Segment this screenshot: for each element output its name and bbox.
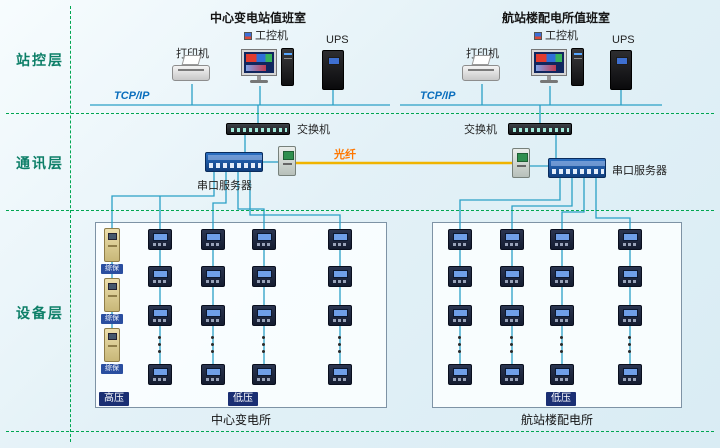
ellipsis-more-devices <box>458 336 462 357</box>
power-meter <box>252 229 276 250</box>
power-meter <box>448 229 472 250</box>
protection-relay <box>104 328 120 362</box>
station-caption-right: 航站楼配电所 <box>520 413 593 427</box>
serial-server-left <box>205 152 263 172</box>
ellipsis-more-devices <box>628 336 632 357</box>
power-meter <box>448 364 472 385</box>
pc-label-text: 工控机 <box>545 30 578 42</box>
lv-badge-left: 低压 <box>228 392 258 406</box>
ellipsis-more-devices <box>338 336 342 357</box>
power-meter <box>201 305 225 326</box>
room-title-left: 中心变电站值班室 <box>210 11 307 25</box>
power-meter <box>618 364 642 385</box>
ellipsis-more-devices <box>262 336 266 357</box>
tcpip-label-left: TCP/IP <box>114 90 150 102</box>
fiber-converter-right <box>512 148 530 178</box>
power-meter <box>550 364 574 385</box>
ups-label-left: UPS <box>326 34 349 46</box>
protection-label: 综保 <box>101 364 123 374</box>
serial-label-right: 串口服务器 <box>612 165 667 177</box>
ups-label-right: UPS <box>612 34 635 46</box>
serial-label-left: 串口服务器 <box>197 180 252 192</box>
ellipsis-more-devices <box>560 336 564 357</box>
power-meter <box>148 305 172 326</box>
power-meter <box>328 364 352 385</box>
power-meter <box>550 305 574 326</box>
fiber-label: 光纤 <box>334 149 356 161</box>
ups-icon-right <box>610 50 632 90</box>
power-meter <box>448 266 472 287</box>
fiber-converter-left <box>278 146 296 176</box>
power-meter <box>328 266 352 287</box>
switch-label-left: 交换机 <box>297 124 330 136</box>
ups-icon-left <box>322 50 344 90</box>
protection-label: 综保 <box>101 264 123 274</box>
power-meter <box>252 266 276 287</box>
workstation-tower-right <box>571 48 584 86</box>
layer-divider-station-comm <box>6 113 714 114</box>
switch-icon-left <box>226 123 290 135</box>
ellipsis-more-devices <box>211 336 215 357</box>
tcpip-label-right: TCP/IP <box>420 90 456 102</box>
power-meter <box>148 364 172 385</box>
power-meter <box>201 364 225 385</box>
power-meter <box>618 266 642 287</box>
power-meter <box>448 305 472 326</box>
room-title-right: 航站楼配电所值班室 <box>502 11 611 25</box>
layer-divider-vertical <box>70 6 71 442</box>
power-meter <box>252 305 276 326</box>
pc-label-right: 工控机 <box>534 27 578 43</box>
ellipsis-more-devices <box>158 336 162 357</box>
power-meter <box>328 305 352 326</box>
power-meter <box>328 229 352 250</box>
power-meter <box>500 305 524 326</box>
protection-relay <box>104 278 120 312</box>
power-meter <box>618 229 642 250</box>
layer-label-device: 设备层 <box>16 305 64 321</box>
printer-icon-right <box>462 55 502 84</box>
power-meter <box>148 266 172 287</box>
workstation-monitor-right <box>531 49 568 85</box>
pc-label-text: 工控机 <box>255 30 288 42</box>
power-meter <box>550 266 574 287</box>
ellipsis-more-devices <box>510 336 514 357</box>
switch-icon-right <box>508 123 572 135</box>
protection-relay <box>104 228 120 262</box>
lv-badge-right: 低压 <box>546 392 576 406</box>
power-meter <box>252 364 276 385</box>
layer-divider-comm-device <box>6 210 714 211</box>
station-caption-left: 中心变电所 <box>210 413 271 427</box>
power-meter <box>500 266 524 287</box>
power-meter <box>500 229 524 250</box>
power-meter <box>618 305 642 326</box>
workstation-tower-left <box>281 48 294 86</box>
pc-label-left: 工控机 <box>244 27 288 43</box>
power-meter <box>201 266 225 287</box>
pc-mini-icon <box>244 32 252 40</box>
serial-server-right <box>548 158 606 178</box>
layer-divider-bottom <box>6 431 714 432</box>
power-meter <box>201 229 225 250</box>
protection-label: 综保 <box>101 314 123 324</box>
layer-label-station: 站控层 <box>16 52 64 68</box>
workstation-monitor-left <box>241 49 278 85</box>
switch-label-right: 交换机 <box>464 124 497 136</box>
power-meter <box>550 229 574 250</box>
power-meter <box>148 229 172 250</box>
power-meter <box>500 364 524 385</box>
printer-icon-left <box>172 55 212 84</box>
pc-mini-icon <box>534 32 542 40</box>
hv-badge-left: 高压 <box>99 392 129 406</box>
layer-label-comm: 通讯层 <box>16 155 64 171</box>
